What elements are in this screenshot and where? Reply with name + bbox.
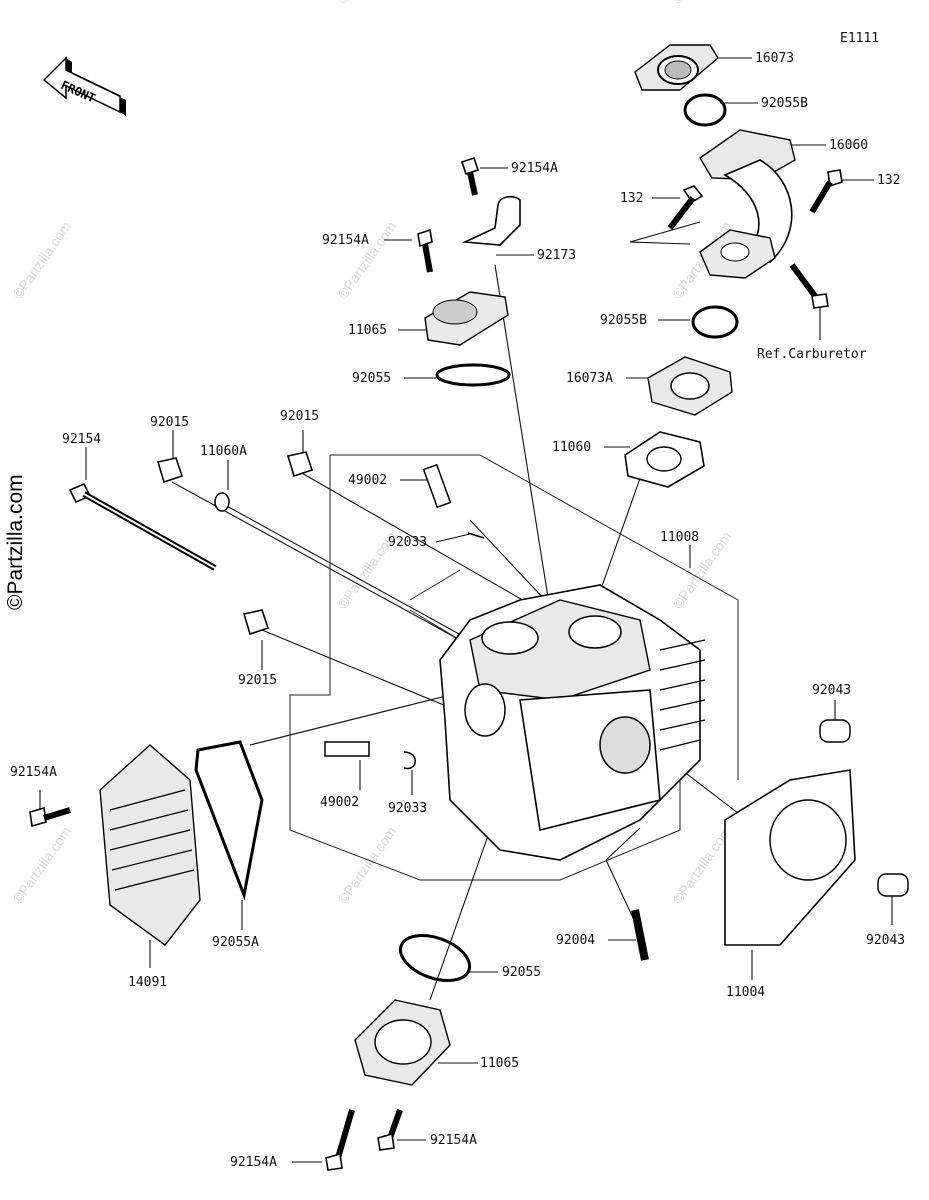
callout-92055b[interactable]: 92055B	[761, 96, 808, 111]
callout-92043[interactable]: 92043	[812, 683, 851, 698]
nut-92015-a	[156, 457, 184, 484]
callout-92154a[interactable]: 92154A	[322, 233, 369, 248]
reference-lines	[289, 454, 739, 881]
dowel-92043-top	[819, 719, 851, 743]
cylinder-head-11008	[439, 584, 706, 861]
bolt-92154	[68, 482, 217, 571]
nut-92015-b	[286, 451, 314, 478]
gasket-11060	[624, 431, 705, 488]
bolt-92154a-bot-2	[325, 1109, 355, 1171]
washer-11060a	[214, 492, 230, 512]
o-ring-92055-top	[435, 363, 511, 387]
intake-flange-16073	[634, 44, 719, 91]
callout-92055[interactable]: 92055	[502, 965, 541, 980]
callout-92015[interactable]: 92015	[280, 409, 319, 424]
bolt-132-right	[809, 169, 843, 214]
callout-16073[interactable]: 16073	[755, 51, 794, 66]
watermark: ©Partzilla.com	[9, 823, 74, 906]
watermark: ©Partzilla.com	[9, 218, 74, 301]
callout-92033[interactable]: 92033	[388, 535, 427, 550]
callout-16060[interactable]: 16060	[829, 138, 868, 153]
cap-11065-top	[424, 291, 509, 346]
callout-11060[interactable]: 11060	[552, 440, 591, 455]
insulator-16073a	[647, 356, 733, 416]
bolt-92154a-bot-1	[377, 1108, 403, 1151]
watermark: ©Partzilla.com	[334, 0, 399, 7]
callout-labels: 16073 92055B 16060 132 132 92154A 92154A…	[10, 51, 905, 1170]
callout-11065[interactable]: 11065	[480, 1056, 519, 1071]
callout-92055a[interactable]: 92055A	[212, 935, 259, 950]
callout-92173[interactable]: 92173	[537, 248, 576, 263]
head-gasket-11004	[724, 769, 856, 946]
callout-14091[interactable]: 14091	[128, 975, 167, 990]
callout-92015[interactable]: 92015	[150, 415, 189, 430]
bracket-92173	[461, 195, 521, 246]
callout-92043[interactable]: 92043	[866, 933, 905, 948]
callout-92154a[interactable]: 92154A	[430, 1133, 477, 1148]
callout-11008[interactable]: 11008	[660, 530, 699, 545]
stud-92004	[631, 909, 649, 961]
callout-92033[interactable]: 92033	[388, 801, 427, 816]
leader	[629, 221, 701, 243]
watermark: ©Partzilla.com	[669, 0, 734, 7]
bolt-92154a-side	[29, 806, 71, 828]
leader	[629, 241, 691, 245]
callout-49002[interactable]: 49002	[348, 473, 387, 488]
callout-92004[interactable]: 92004	[556, 933, 595, 948]
diagram-code: E1111	[840, 31, 879, 46]
callout-92154a[interactable]: 92154A	[230, 1155, 277, 1170]
dowel-92043-bot	[877, 873, 909, 897]
o-ring-92055-bot	[398, 934, 472, 982]
callout-49002[interactable]: 49002	[320, 795, 359, 810]
callout-92154a[interactable]: 92154A	[10, 765, 57, 780]
o-ring-92055b-mid	[691, 305, 739, 339]
callout-92015[interactable]: 92015	[238, 673, 277, 688]
clip-92033-top	[467, 532, 485, 539]
callout-132[interactable]: 132	[877, 173, 900, 188]
callout-11004[interactable]: 11004	[726, 985, 765, 1000]
callout-16073a[interactable]: 16073A	[566, 371, 613, 386]
front-arrow-icon: FRONT	[42, 56, 126, 116]
cap-11065-bot	[354, 999, 451, 1086]
clip-92033-bot	[403, 751, 416, 770]
watermark-large: ©Partzilla.com	[4, 474, 27, 610]
reference-carburetor[interactable]: Ref.Carburetor	[757, 347, 867, 362]
intake-pipe-16060	[699, 129, 796, 279]
bolt-92154a-top	[460, 156, 480, 196]
callout-132[interactable]: 132	[620, 191, 643, 206]
callout-92055b[interactable]: 92055B	[600, 313, 647, 328]
callout-92055[interactable]: 92055	[352, 371, 391, 386]
callout-11065[interactable]: 11065	[348, 323, 387, 338]
valve-guide-49002-bot	[324, 741, 370, 757]
gasket-92055a	[194, 740, 264, 901]
valve-guide-49002-top	[422, 463, 452, 509]
bolt-132-left	[667, 185, 704, 230]
bolt-92154a-cap	[417, 228, 433, 273]
callout-92154[interactable]: 92154	[62, 432, 101, 447]
side-cover-14091	[99, 744, 201, 946]
o-ring-92055b-top	[683, 93, 727, 127]
watermark: ©Partzilla.com	[334, 823, 399, 906]
watermark: ©Partzilla.com	[334, 218, 399, 301]
stud-ref-carburetor	[789, 263, 829, 309]
callout-11060a[interactable]: 11060A	[200, 444, 247, 459]
nut-92015-c	[242, 609, 270, 636]
callout-92154a[interactable]: 92154A	[511, 161, 558, 176]
